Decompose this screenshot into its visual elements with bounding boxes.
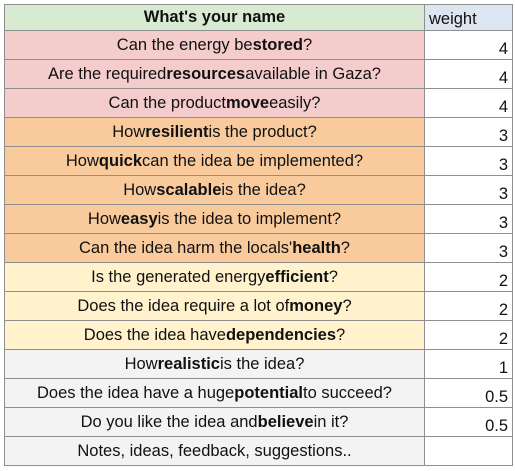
question-text: How [112,122,146,141]
question-text: Can the product [108,93,226,112]
question-text: is the idea? [221,180,306,199]
notes-label: Notes, ideas, feedback, suggestions.. [77,441,352,460]
question-keyword: resilient [145,122,209,141]
weight-cell[interactable]: 2 [425,321,513,350]
question-text: How [124,354,158,373]
question-keyword: stored [252,35,303,54]
weight-value: 3 [498,126,508,145]
weight-value: 2 [498,300,508,319]
question-text: Does the idea have [83,325,226,344]
question-text: to succeed? [303,383,392,402]
question-keyword: dependencies [225,325,337,344]
question-keyword: scalable [156,180,222,199]
weight-cell[interactable]: 0.5 [425,379,513,408]
weight-value: 3 [498,213,508,232]
question-cell[interactable]: Are the required resources available in … [4,60,425,89]
question-cell[interactable]: Can the product move easily? [4,89,425,118]
weight-value: 2 [498,329,508,348]
weight-value: 4 [498,97,508,116]
weight-cell[interactable]: 3 [425,118,513,147]
question-text: Can the idea harm the locals' [79,238,293,257]
weight-cell[interactable]: 4 [425,31,513,60]
question-text: ? [336,325,346,344]
weight-value: 0.5 [485,387,508,406]
question-keyword: realistic [157,354,220,373]
question-text: Is the generated energy [91,267,266,286]
question-cell[interactable]: Does the idea require a lot of money? [4,292,425,321]
question-text: is the idea to implement? [157,209,342,228]
question-text: is the idea? [219,354,305,373]
weight-value: 3 [498,155,508,174]
question-keyword: potential [234,383,303,402]
question-text: How [87,209,121,228]
weight-value: 3 [498,184,508,203]
weight-cell[interactable]: 1 [425,350,513,379]
weight-cell[interactable]: 2 [425,292,513,321]
question-keyword: easy [120,209,158,228]
question-text: Does the idea require a lot of [77,296,290,315]
notes-weight-cell[interactable] [425,437,513,466]
weight-cell[interactable]: 3 [425,234,513,263]
question-cell[interactable]: How realistic is the idea? [4,350,425,379]
weight-value: 3 [498,242,508,261]
weight-value: 0.5 [485,416,508,435]
question-text: Do you like the idea and [80,412,258,431]
question-cell[interactable]: Do you like the idea and believe in it? [4,408,425,437]
question-keyword: quick [98,151,143,170]
weight-value: 2 [498,271,508,290]
weight-cell[interactable]: 3 [425,176,513,205]
question-text: available in Gaza? [245,64,381,83]
question-cell[interactable]: Can the idea harm the locals' health? [4,234,425,263]
weight-cell[interactable]: 3 [425,147,513,176]
question-text: ? [303,35,313,54]
question-keyword: resources [166,64,246,83]
weight-cell[interactable]: 4 [425,89,513,118]
weight-value: 4 [498,39,508,58]
question-keyword: believe [257,412,314,431]
question-text: Can the energy be [116,35,253,54]
question-keyword: money [289,296,343,315]
criteria-sheet: What's your name weight Can the energy b… [4,4,513,468]
header-weight-label: weight [429,10,477,28]
weight-cell[interactable]: 0.5 [425,408,513,437]
question-cell[interactable]: Is the generated energy efficient? [4,263,425,292]
question-text: Does the idea have a huge [37,383,235,402]
header-name-cell[interactable]: What's your name [4,4,425,31]
question-keyword: move [225,93,270,112]
question-text: Are the required [48,64,167,83]
question-text: ? [340,238,350,257]
question-cell[interactable]: How scalable is the idea? [4,176,425,205]
header-weight-cell[interactable]: weight [425,4,513,31]
question-cell[interactable]: Does the idea have a huge potential to s… [4,379,425,408]
weight-cell[interactable]: 2 [425,263,513,292]
question-text: can the idea be implemented? [142,151,364,170]
question-cell[interactable]: Does the idea have dependencies? [4,321,425,350]
header-title: What's your name [143,8,286,26]
weight-value: 1 [498,358,508,377]
notes-cell[interactable]: Notes, ideas, feedback, suggestions.. [4,437,425,466]
question-text: How [123,180,157,199]
weight-cell[interactable]: 3 [425,205,513,234]
question-keyword: health [292,238,341,257]
question-keyword: efficient [265,267,329,286]
question-cell[interactable]: Can the energy be stored? [4,31,425,60]
question-text: is the product? [208,122,317,141]
question-text: ? [342,296,352,315]
question-text: ? [328,267,338,286]
question-text: How [65,151,99,170]
question-text: easily? [269,93,321,112]
question-cell[interactable]: How resilient is the product? [4,118,425,147]
question-text: in it? [313,412,349,431]
weight-value: 4 [498,68,508,87]
question-cell[interactable]: How easy is the idea to implement? [4,205,425,234]
weight-cell[interactable]: 4 [425,60,513,89]
question-cell[interactable]: How quick can the idea be implemented? [4,147,425,176]
